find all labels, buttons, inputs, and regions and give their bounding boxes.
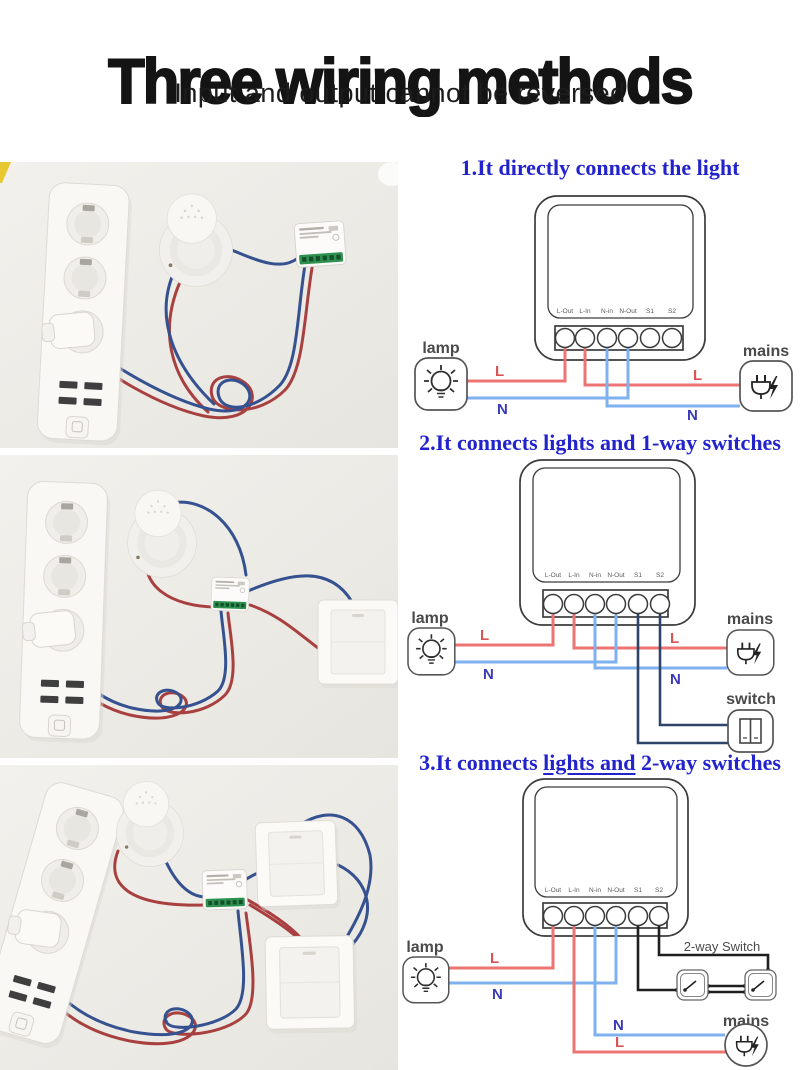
background-object xyxy=(378,162,398,186)
power-strip xyxy=(16,480,112,745)
wire-red xyxy=(56,266,314,420)
photo-direct-wiring xyxy=(0,162,398,448)
page-title: Three wiring methods xyxy=(107,46,695,118)
mains-label: mains xyxy=(727,611,773,628)
two-way-switch-label: 2-way Switch xyxy=(684,939,761,954)
neutral-label: N xyxy=(670,671,681,688)
neutral-label: N xyxy=(687,407,698,424)
wall-switch xyxy=(317,599,398,689)
module-face xyxy=(534,786,678,898)
terminal-label: N-in xyxy=(601,308,613,315)
neutral-label: N xyxy=(492,986,503,1003)
neutral-wire-lamp xyxy=(453,599,618,664)
diagram-1-title: 1.It directly connects the light xyxy=(460,155,740,180)
terminal-label: S2 xyxy=(656,572,664,579)
title-part-underlined: lights and xyxy=(543,750,636,775)
toggle-switch-icon-right xyxy=(744,969,777,1001)
terminal-label: S2 xyxy=(668,308,676,315)
photo-one-way-wiring xyxy=(0,455,398,758)
terminal-label: L-In xyxy=(568,572,580,579)
title-part: 2-way switches xyxy=(635,750,781,775)
terminal-label: N-in xyxy=(589,572,601,579)
terminal-label: S1 xyxy=(634,572,642,579)
live-label: L xyxy=(490,950,499,967)
terminal-screws xyxy=(542,905,670,927)
terminal-label: L-In xyxy=(579,308,591,315)
traveler-wires xyxy=(708,984,745,994)
live-wire-lamp xyxy=(453,599,555,647)
lamp-icon xyxy=(402,956,450,1004)
live-wire-lamp xyxy=(467,333,567,383)
neutral-wire-lamp xyxy=(447,911,618,985)
terminal-label: L-In xyxy=(568,887,580,894)
toggle-switch-icon-left xyxy=(676,969,709,1001)
terminal-label: L-Out xyxy=(557,308,573,315)
switch-wire-s2 xyxy=(657,911,770,970)
terminal-label: N-Out xyxy=(619,308,637,315)
page-subtitle: Input and output cannot be reversed xyxy=(174,78,626,108)
mains-label: mains xyxy=(743,343,789,360)
mains-label: mains xyxy=(723,1013,769,1030)
terminal-labels: L-Out L-In N-in N-Out S1 S2 xyxy=(557,308,676,315)
diagram-two-way-switch: 3.It connects lights and 2-way switches … xyxy=(400,750,800,1070)
diagram-3-title: 3.It connects lights and 2-way switches xyxy=(400,750,800,776)
wall-switch-lower xyxy=(264,934,358,1035)
terminal-labels: L-Out L-In N-in N-Out S1 S2 xyxy=(545,572,664,579)
diagram-one-way-switch: 2.It connects lights and 1-way switches … xyxy=(400,430,800,760)
live-label: L xyxy=(615,1034,624,1051)
switch-label: switch xyxy=(726,691,776,708)
switch-module xyxy=(210,576,250,612)
live-label: L xyxy=(670,630,679,647)
live-label: L xyxy=(495,363,504,380)
rocker-switch-icon xyxy=(727,709,774,753)
terminal-screws xyxy=(554,327,683,349)
neutral-wire-mains xyxy=(605,333,740,408)
live-wire-mains xyxy=(583,333,740,387)
yellow-corner xyxy=(0,162,11,183)
neutral-wire-mains xyxy=(593,911,725,1037)
switch-module xyxy=(293,220,347,269)
neutral-wire-mains xyxy=(593,599,727,670)
title-part: 3.It connects xyxy=(419,750,544,775)
neutral-label: N xyxy=(497,401,508,418)
terminal-label: N-Out xyxy=(607,572,625,579)
live-wire-mains xyxy=(572,911,730,1054)
switch-wire-s2 xyxy=(658,599,728,727)
terminal-label: S2 xyxy=(655,887,663,894)
terminal-label: N-Out xyxy=(607,887,625,894)
terminal-label: N-in xyxy=(589,887,601,894)
lamp-label: lamp xyxy=(422,340,460,357)
mains-plug-icon xyxy=(740,361,792,411)
live-label: L xyxy=(480,627,489,644)
module-face xyxy=(532,467,681,583)
diagram-direct-light: 1.It directly connects the light L-Out L… xyxy=(400,155,800,445)
live-wire-mains xyxy=(572,599,727,650)
neutral-label: N xyxy=(613,1017,624,1034)
terminal-labels: L-Out L-In N-in N-Out S1 S2 xyxy=(545,887,663,894)
switch-wire-s1 xyxy=(636,911,677,992)
terminal-label: S1 xyxy=(646,308,654,315)
lamp-label: lamp xyxy=(406,939,444,956)
photo-two-way-wiring xyxy=(0,765,398,1070)
power-strip xyxy=(33,181,134,447)
terminal-label: L-Out xyxy=(545,572,561,579)
module-face xyxy=(547,204,694,319)
lamp-label: lamp xyxy=(411,610,449,627)
terminal-label: L-Out xyxy=(545,887,561,894)
diagram-2-title: 2.It connects lights and 1-way switches xyxy=(419,430,781,455)
neutral-label: N xyxy=(483,666,494,683)
switch-module xyxy=(201,869,248,911)
wall-switch-upper xyxy=(254,819,342,912)
terminal-label: S1 xyxy=(634,887,642,894)
live-wire-lamp xyxy=(447,911,555,970)
live-label: L xyxy=(693,367,702,384)
switch-wire-s1 xyxy=(636,599,728,745)
mains-plug-icon xyxy=(727,630,774,675)
lamp-icon xyxy=(414,357,468,411)
neutral-wire-lamp xyxy=(467,333,630,400)
terminal-screws xyxy=(542,593,671,615)
mains-plug-icon xyxy=(724,1023,768,1067)
lamp-icon xyxy=(407,627,456,676)
